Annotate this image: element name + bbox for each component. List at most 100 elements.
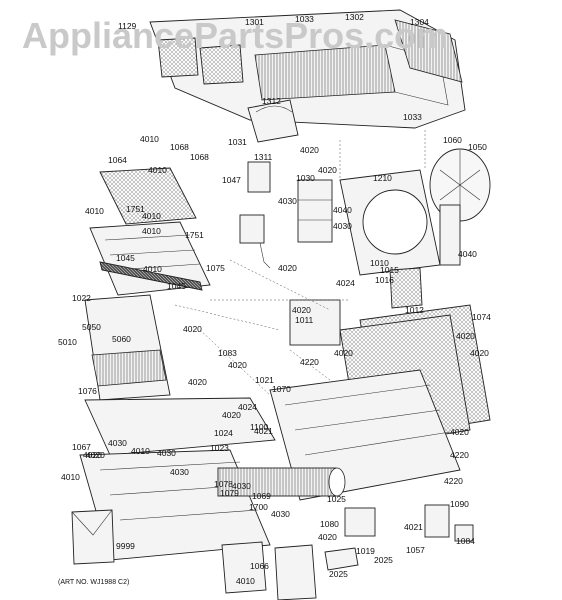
filter-1129 bbox=[157, 37, 199, 78]
part-label: 1074 bbox=[472, 312, 491, 322]
part-label: 4010 bbox=[143, 264, 162, 274]
part-label: 4040 bbox=[333, 205, 352, 215]
part-label: 4024 bbox=[238, 402, 257, 412]
part-label: 4021 bbox=[404, 522, 423, 532]
part-label: 1083 bbox=[218, 348, 237, 358]
part-label: 1016 bbox=[375, 275, 394, 285]
part-label: 1067 bbox=[72, 442, 91, 452]
part-label: 4020 bbox=[470, 348, 489, 358]
shroud-1011 bbox=[289, 299, 341, 346]
part-label: 4220 bbox=[300, 357, 319, 367]
part-label: 1021 bbox=[255, 375, 274, 385]
drain-pan-1076 bbox=[84, 397, 276, 456]
part-label: 2025 bbox=[329, 569, 348, 579]
part-label: 1301 bbox=[245, 17, 264, 27]
evaporator-coil bbox=[99, 167, 197, 225]
part-label: 4030 bbox=[271, 509, 290, 519]
part-label: 1033 bbox=[403, 112, 422, 122]
part-label: 4020 bbox=[450, 427, 469, 437]
part-label: 4020 bbox=[318, 165, 337, 175]
part-1084 bbox=[454, 524, 474, 542]
part-label: 1700 bbox=[249, 502, 268, 512]
part-label: 1023 bbox=[210, 443, 229, 453]
part-label: 4021 bbox=[254, 426, 273, 436]
part-label: 1210 bbox=[373, 173, 392, 183]
part-label: 1090 bbox=[450, 499, 469, 509]
part-label: 4010 bbox=[142, 226, 161, 236]
part-label: 4020 bbox=[83, 450, 102, 460]
motor-1080 bbox=[344, 507, 376, 537]
part-label: 1010 bbox=[370, 258, 389, 268]
part-label: 1311 bbox=[254, 152, 273, 162]
part-label: 1030 bbox=[296, 173, 315, 183]
part-label: 1075 bbox=[206, 263, 225, 273]
part-label: 1078 bbox=[214, 479, 233, 489]
part-label: 1080 bbox=[320, 519, 339, 529]
part-label: 1015 bbox=[380, 265, 399, 275]
part-label: 1050 bbox=[468, 142, 487, 152]
part-label: 1025 bbox=[327, 494, 346, 504]
part-label: 4020 bbox=[86, 450, 105, 460]
part-label: 4020 bbox=[183, 324, 202, 334]
part-label: 4020 bbox=[188, 377, 207, 387]
part-label: 4030 bbox=[232, 481, 251, 491]
part-label: 4220 bbox=[444, 476, 463, 486]
part-label: 4030 bbox=[170, 467, 189, 477]
part-label: 9999 bbox=[116, 541, 135, 551]
part-label: 1045 bbox=[116, 253, 135, 263]
part-label: 2025 bbox=[374, 555, 393, 565]
part-label: 1022 bbox=[72, 293, 91, 303]
part-label: 1751 bbox=[126, 204, 145, 214]
part-label: 1070 bbox=[272, 384, 291, 394]
part-label: 4030 bbox=[157, 448, 176, 458]
part-label: 1129 bbox=[118, 21, 137, 31]
top-discharge-grille bbox=[394, 19, 463, 83]
part-label: 1047 bbox=[222, 175, 241, 185]
part-label: 4020 bbox=[334, 348, 353, 358]
part-label: 4010 bbox=[140, 134, 159, 144]
part-label: 4030 bbox=[333, 221, 352, 231]
part-label: 4020 bbox=[318, 532, 337, 542]
part-2025 bbox=[324, 547, 359, 571]
manual-9999 bbox=[71, 509, 115, 565]
part-label: 1066 bbox=[250, 561, 269, 571]
switch-1090 bbox=[424, 504, 450, 538]
relay bbox=[239, 214, 265, 244]
part-label: 1302 bbox=[345, 12, 364, 22]
part-cover bbox=[274, 544, 317, 600]
part-label: 4010 bbox=[61, 472, 80, 482]
part-label: 5060 bbox=[112, 334, 131, 344]
watermark: AppliancePartsPros.com bbox=[22, 15, 448, 56]
part-label: 1304 bbox=[410, 17, 429, 27]
part-label: 4024 bbox=[336, 278, 355, 288]
part-label: 1012 bbox=[405, 305, 424, 315]
part-label: 1084 bbox=[456, 536, 475, 546]
part-label: 4020 bbox=[300, 145, 319, 155]
part-label: 4010 bbox=[148, 165, 167, 175]
part-label: 1068 bbox=[170, 142, 189, 152]
control-rail bbox=[91, 349, 167, 387]
part-label: 4040 bbox=[458, 249, 477, 259]
part-label: 4020 bbox=[228, 360, 247, 370]
part-label: 1019 bbox=[356, 546, 375, 556]
part-label: 4220 bbox=[450, 450, 469, 460]
part-label: 1312 bbox=[262, 96, 281, 106]
air-deflector-1312 bbox=[247, 99, 299, 143]
part-label: 1068 bbox=[190, 152, 209, 162]
part-label: 4020 bbox=[292, 305, 311, 315]
part-label: 1064 bbox=[108, 155, 127, 165]
part-label: 1045 bbox=[167, 281, 186, 291]
part-1066 bbox=[221, 541, 267, 594]
part-label: 1024 bbox=[214, 428, 233, 438]
part-label: 4010 bbox=[236, 576, 255, 586]
filter-right bbox=[199, 44, 244, 85]
part-label: 1031 bbox=[228, 137, 247, 147]
part-label: 4020 bbox=[222, 410, 241, 420]
bracket-4040 bbox=[439, 204, 461, 266]
part-label: 1079 bbox=[220, 488, 239, 498]
part-label: 4030 bbox=[278, 196, 297, 206]
part-label: 4010 bbox=[131, 446, 150, 456]
part-label: 4030 bbox=[108, 438, 127, 448]
